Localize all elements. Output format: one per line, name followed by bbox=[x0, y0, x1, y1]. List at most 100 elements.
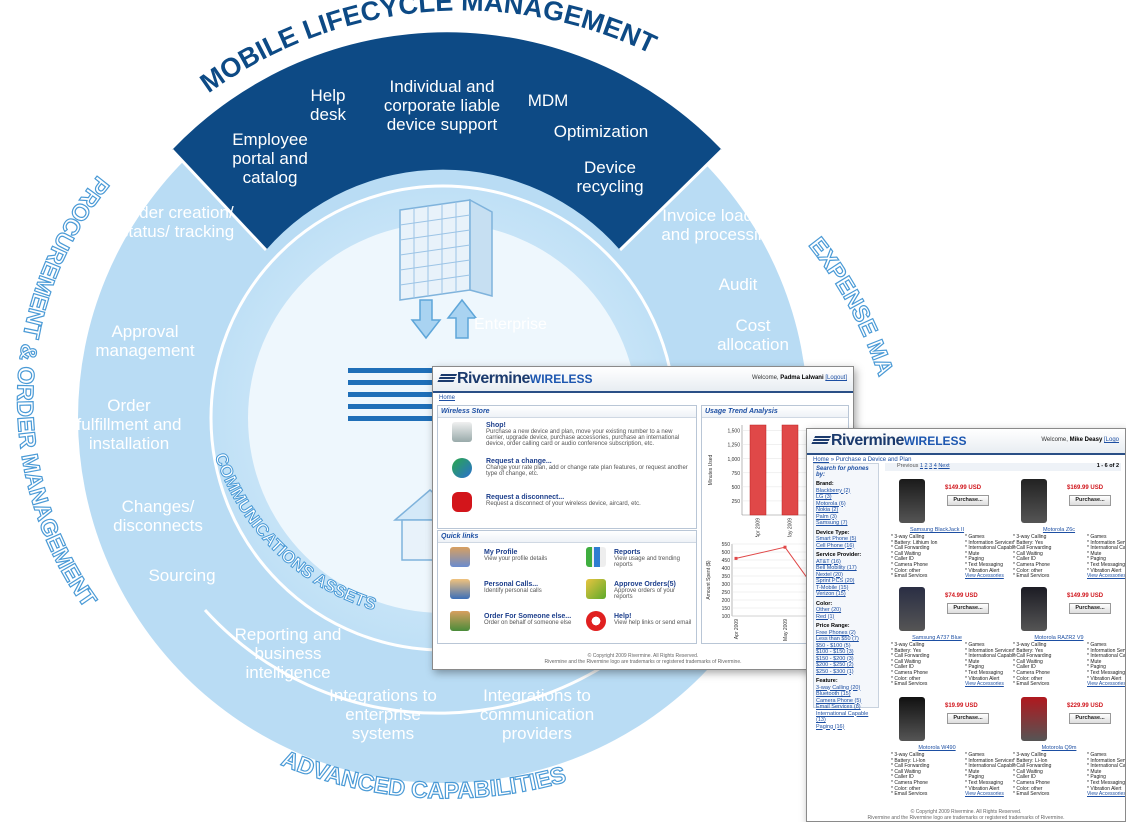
product-name-link[interactable]: Samsung A737 Blue bbox=[912, 635, 962, 641]
facet-link[interactable]: Blackberry (2) bbox=[816, 487, 851, 494]
breadcrumb-home[interactable]: Home bbox=[439, 395, 456, 401]
phone-image-icon[interactable] bbox=[899, 479, 925, 523]
logout-link[interactable]: [Logo bbox=[1103, 437, 1119, 443]
feature-item: * Call Forwarding bbox=[891, 763, 930, 770]
product-name-link[interactable]: Motorola W490 bbox=[918, 745, 956, 751]
facet-link[interactable]: Nextel (20) bbox=[816, 571, 843, 578]
facet-link[interactable]: $50 - $100 (5) bbox=[816, 642, 851, 649]
facet-link[interactable]: Motorola (6) bbox=[816, 500, 846, 507]
search-facets-sidebar: Search for phones by: Brand:Blackberry (… bbox=[813, 463, 879, 730]
feature-item: * Information Services bbox=[965, 539, 1014, 546]
window-header: RivermineWIRELESS Welcome, Padma Lalwani… bbox=[433, 367, 853, 393]
feature-item: * Color: other bbox=[1013, 567, 1043, 574]
facet-link[interactable]: Email Services (8) bbox=[816, 704, 861, 710]
purchase-button[interactable]: Purchase... bbox=[947, 713, 989, 724]
pager-page-4[interactable]: 4 bbox=[933, 463, 937, 469]
feature-item: * Paging bbox=[1087, 556, 1106, 563]
store-item-change[interactable]: Request a change...Change your rate plan… bbox=[486, 458, 688, 477]
procurement-item-changes: Changes/ disconnects bbox=[113, 497, 203, 535]
feature-item: * Vibration Alert bbox=[1087, 567, 1122, 574]
sync-arrows-icon bbox=[410, 298, 478, 340]
feature-item: * Color: other bbox=[1013, 675, 1043, 682]
wireless-store-panel: Wireless Store Shop!Purchase a new devic… bbox=[437, 405, 697, 529]
facet-link[interactable]: Camera Phone (5) bbox=[816, 697, 862, 704]
purchase-button[interactable]: Purchase... bbox=[1069, 713, 1111, 724]
feature-item: * Information Services bbox=[1087, 539, 1125, 546]
facet-link[interactable]: Smart Phone (5) bbox=[816, 536, 857, 542]
facet-link[interactable]: $150 - $200 (3) bbox=[816, 655, 854, 662]
expense-item-audit: Audit bbox=[718, 275, 758, 294]
view-accessories-link[interactable]: View Accessories bbox=[965, 573, 1004, 580]
logout-link[interactable]: [Logout] bbox=[825, 375, 847, 381]
x-tick-label: May 2009 bbox=[783, 619, 789, 641]
purchase-button[interactable]: Purchase... bbox=[947, 495, 989, 506]
product-name-link[interactable]: Motorola Q9m bbox=[1041, 745, 1077, 751]
facet-link[interactable]: Cell Phone (16) bbox=[816, 542, 855, 549]
feature-item: * International Capable bbox=[1087, 763, 1126, 770]
breadcrumb-home[interactable]: Home bbox=[813, 457, 830, 463]
quick-link-help[interactable]: Help!View help links or send email bbox=[614, 613, 692, 626]
procurement-item-fulfillment: Order fulfillment and installation bbox=[76, 396, 182, 453]
facet-link[interactable]: Bell Mobility (17) bbox=[816, 565, 857, 571]
facet-link[interactable]: Bluetooth (15) bbox=[816, 691, 851, 697]
view-accessories-link[interactable]: View Accessories bbox=[1087, 791, 1126, 798]
store-item-disconnect[interactable]: Request a disconnect...Request a disconn… bbox=[486, 494, 641, 507]
facet-link[interactable]: Paging (16) bbox=[816, 723, 845, 730]
product-name-link[interactable]: Motorola Z6c bbox=[1042, 527, 1076, 533]
facet-link[interactable]: Red (1) bbox=[816, 613, 835, 620]
purchase-button[interactable]: Purchase... bbox=[1069, 495, 1111, 506]
pager-page-3[interactable]: 3 bbox=[929, 463, 933, 469]
phone-image-icon[interactable] bbox=[1021, 587, 1047, 631]
feature-item: * Camera Phone bbox=[1013, 561, 1050, 568]
feature-item: * Caller ID bbox=[891, 664, 914, 671]
quick-link-personal-calls[interactable]: Personal Calls...Identify personal calls bbox=[484, 581, 542, 594]
feature-item: * Camera Phone bbox=[1013, 779, 1050, 786]
view-accessories-link[interactable]: View Accessories bbox=[1087, 681, 1126, 688]
facet-link[interactable]: Palm (3) bbox=[816, 513, 837, 520]
facet-link[interactable]: Other (20) bbox=[816, 607, 842, 613]
phone-image-icon[interactable] bbox=[1021, 479, 1047, 523]
pager-next[interactable]: Next bbox=[938, 463, 950, 469]
phone-image-icon[interactable] bbox=[899, 587, 925, 631]
enterprise-building-icon bbox=[399, 198, 493, 301]
y-axis-label: Minutes Used bbox=[708, 455, 714, 486]
view-accessories-link[interactable]: View Accessories bbox=[1087, 573, 1126, 580]
facet-link[interactable]: International Capable (13) bbox=[816, 710, 869, 724]
facet-link[interactable]: LG (3) bbox=[816, 494, 832, 500]
purchase-button[interactable]: Purchase... bbox=[947, 603, 989, 614]
facet-link[interactable]: Samsung (7) bbox=[816, 520, 848, 526]
pager-prev[interactable]: Previous bbox=[897, 463, 919, 469]
pager-page-2[interactable]: 2 bbox=[924, 463, 928, 469]
phone-image-icon[interactable] bbox=[1021, 697, 1047, 741]
pager-page-1[interactable]: 1 bbox=[919, 463, 923, 469]
procurement-item-sourcing: Sourcing bbox=[148, 566, 216, 585]
facet-link[interactable]: Free Phones (2) bbox=[816, 629, 856, 636]
facet-link[interactable]: Less than $50 (7) bbox=[816, 636, 859, 642]
feature-item: * Paging bbox=[1087, 774, 1106, 781]
store-item-shop[interactable]: Shop!Purchase a new device and plan, mov… bbox=[486, 422, 680, 447]
facet-link[interactable]: Sprint PCS (20) bbox=[816, 578, 855, 584]
view-accessories-link[interactable]: View Accessories bbox=[965, 791, 1004, 798]
quick-link-order-for-someone[interactable]: Order For Someone else...Order on behalf… bbox=[484, 613, 572, 626]
view-accessories-link[interactable]: View Accessories bbox=[965, 681, 1004, 688]
facet-link[interactable]: $100 - $150 (3) bbox=[816, 649, 854, 655]
feature-item: * Information Services bbox=[965, 757, 1014, 764]
facet-link[interactable]: Nokia (2) bbox=[816, 507, 839, 513]
phone-image-icon[interactable] bbox=[899, 697, 925, 741]
purchase-button[interactable]: Purchase... bbox=[1069, 603, 1111, 614]
facet-link[interactable]: Verizon (15) bbox=[816, 591, 846, 597]
quick-link-approve-orders[interactable]: Approve Orders(5)Approve orders of your … bbox=[614, 581, 676, 600]
facet-link[interactable]: 3-way Calling (20) bbox=[816, 684, 861, 691]
facet-link[interactable]: T-Mobile (15) bbox=[816, 584, 849, 591]
facet-link[interactable]: AT&T (16) bbox=[816, 558, 841, 565]
facet-link[interactable]: $250 - $300 (1) bbox=[816, 668, 854, 675]
feature-item: * Battery: Yes bbox=[1013, 647, 1044, 654]
facet-link[interactable]: $200 - $250 (2) bbox=[816, 662, 854, 668]
feature-item: * Call Forwarding bbox=[1013, 763, 1052, 770]
expense-item-invoice: Invoice loading and processing bbox=[661, 206, 777, 244]
product-name-link[interactable]: Motorola RAZR2 V9 bbox=[1034, 635, 1084, 641]
product-name-link[interactable]: Samsung BlackJack II bbox=[909, 527, 965, 533]
